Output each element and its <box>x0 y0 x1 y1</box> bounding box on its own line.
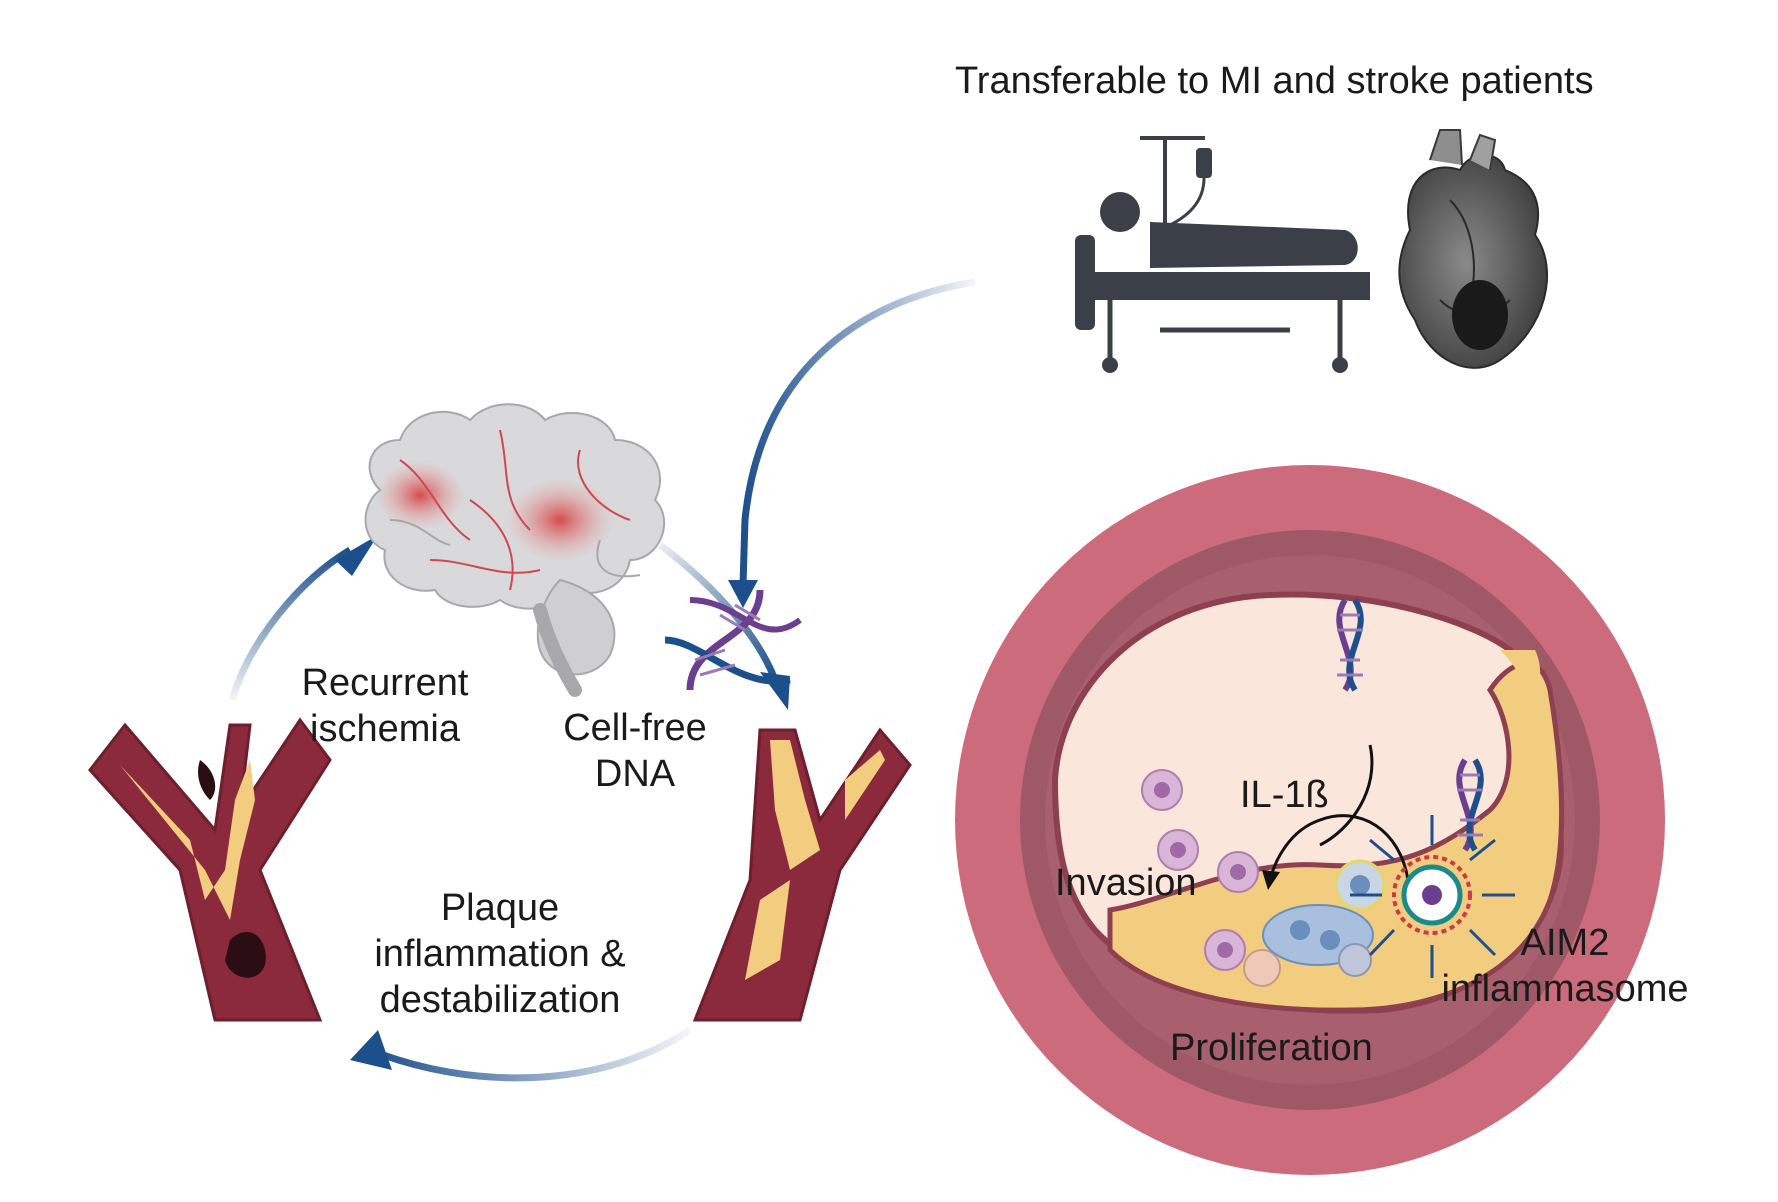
label-proliferation: Proliferation <box>1170 1027 1373 1069</box>
label-plaque-line2: inflammation & <box>374 933 626 975</box>
label-recurrent-line2: ischemia <box>310 708 460 750</box>
label-plaque-line3: destabilization <box>379 979 621 1021</box>
patient-bed-icon <box>1075 136 1370 373</box>
artery-icon-right <box>692 727 912 1022</box>
arrow-plaque-destabilization <box>350 1027 692 1082</box>
dna-icon-plaque <box>1456 758 1484 852</box>
label-recurrent-line1: Recurrent <box>301 662 469 704</box>
dna-icon-lumen <box>1336 598 1364 692</box>
inflammasome-icon <box>1350 815 1515 978</box>
dna-icon <box>664 589 802 691</box>
label-cell-free-dna: Cell-free DNA <box>535 705 735 797</box>
label-plaque-inflammation: Plaque inflammation & destabilization <box>340 885 660 1023</box>
arrow-recurrent-ischemia <box>228 535 378 702</box>
label-il1b: IL-1ß <box>1240 774 1329 816</box>
cell-icon <box>1141 769 1386 987</box>
heart-icon <box>1398 129 1549 369</box>
arrow-transfer <box>728 278 976 608</box>
brain-icon <box>364 403 665 697</box>
label-aim2-inflammasome: AIM2 inflammasome <box>1430 920 1700 1012</box>
label-plaque-line1: Plaque <box>440 887 560 929</box>
arrow-il1b <box>1262 744 1410 890</box>
label-aim2-line1: AIM2 <box>1520 922 1610 964</box>
label-cell-free-line2: DNA <box>594 753 676 795</box>
label-recurrent-ischemia: Recurrent ischemia <box>280 660 490 752</box>
artery-icon-left <box>88 717 332 1022</box>
label-invasion: Invasion <box>1055 862 1197 904</box>
artery-cross-section <box>955 465 1665 1175</box>
label-cell-free-line1: Cell-free <box>563 707 707 749</box>
label-aim2-line2: inflammasome <box>1441 968 1689 1010</box>
title-transferable: Transferable to MI and stroke patients <box>955 60 1594 102</box>
